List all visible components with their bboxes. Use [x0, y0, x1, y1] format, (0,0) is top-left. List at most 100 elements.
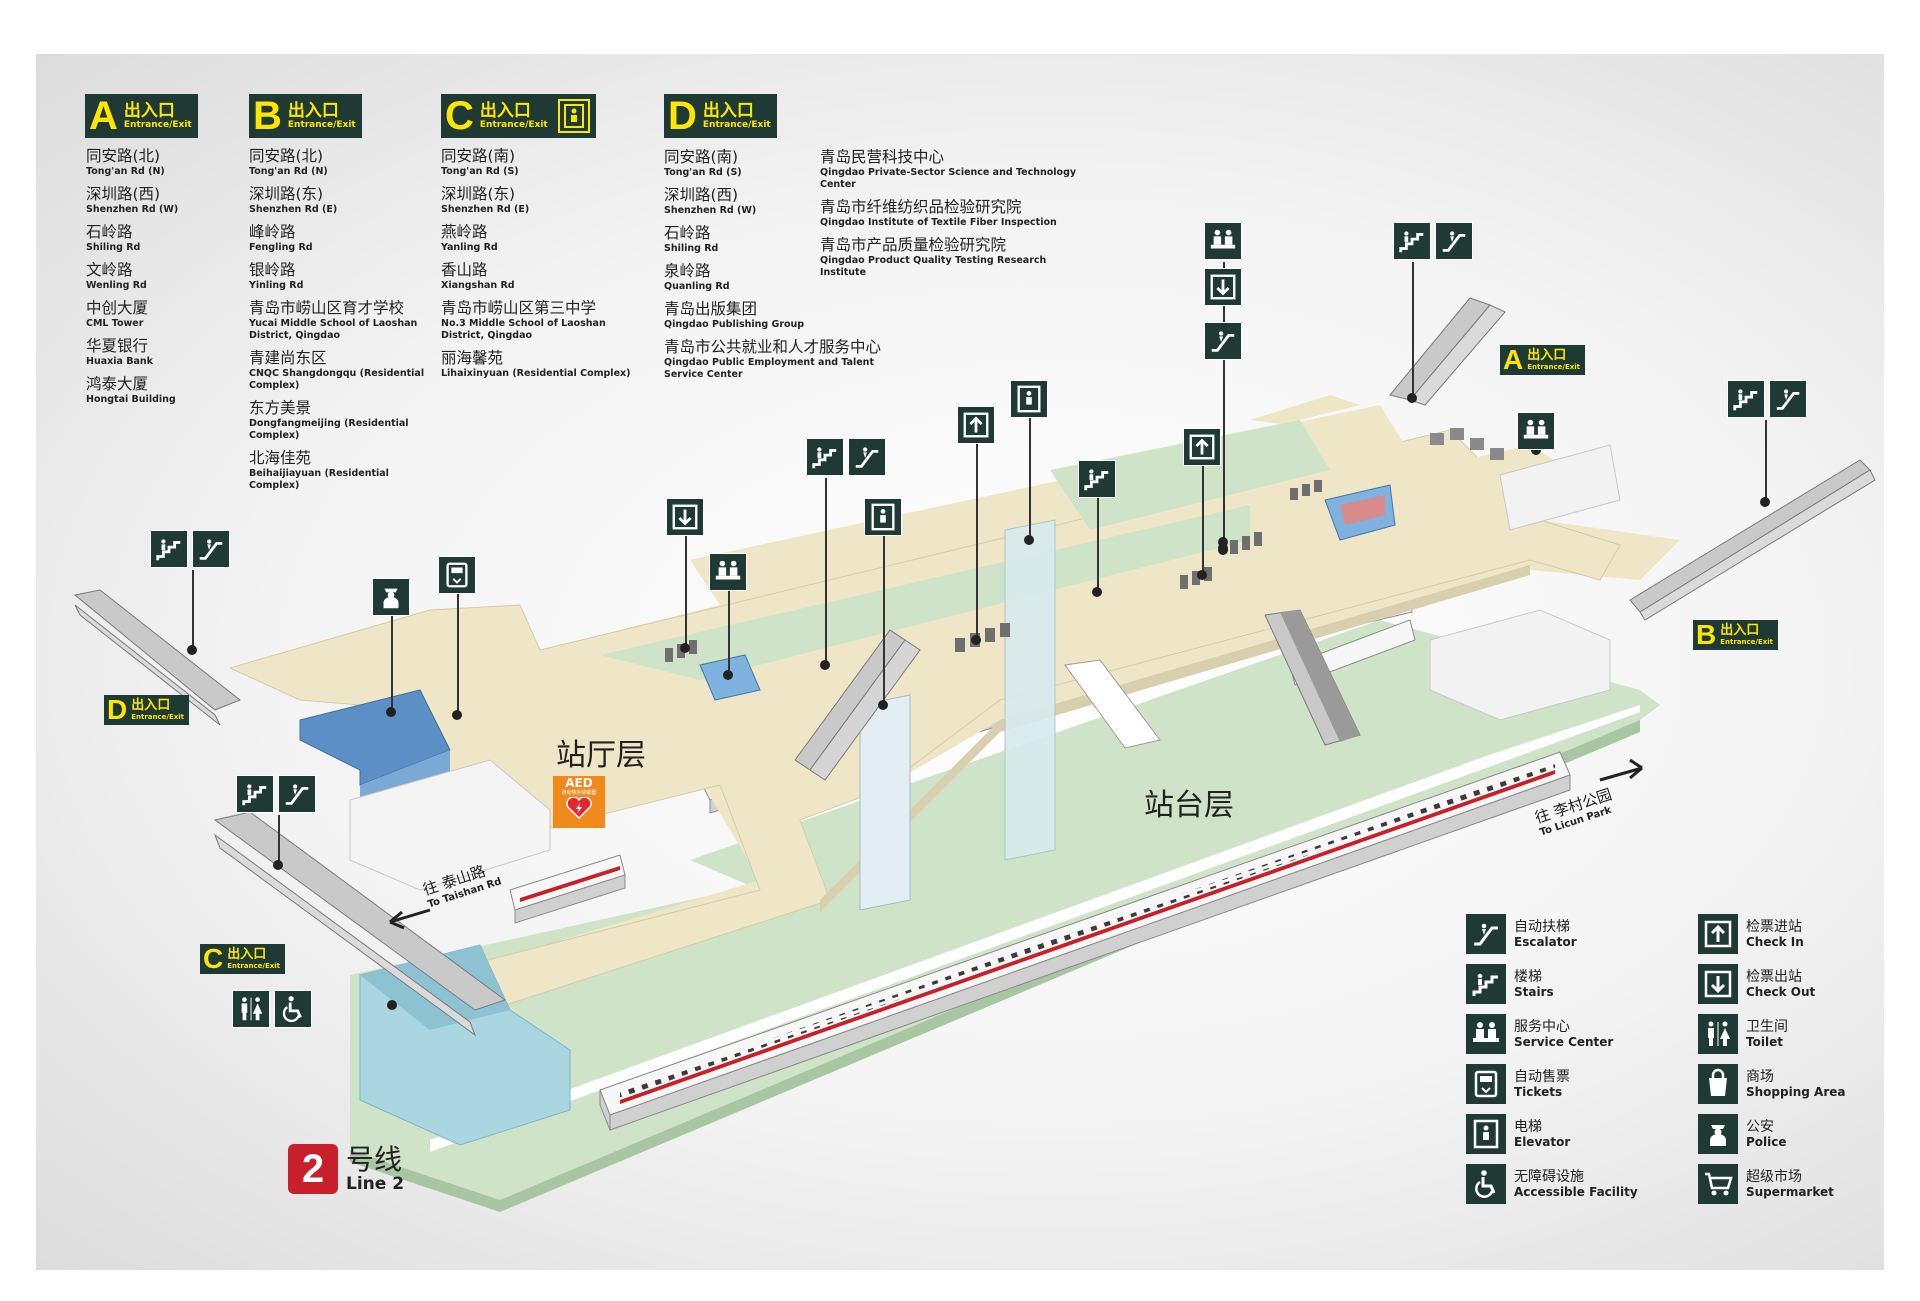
destination-en: CNQC Shangdongqu (Residential Complex) — [249, 368, 425, 391]
exit-c-destinations: 同安路(南)Tong'an Rd (S)深圳路(东)Shenzhen Rd (E… — [441, 147, 641, 387]
exit-cn: 出入口 — [1720, 623, 1760, 638]
location-dot — [1024, 535, 1034, 545]
aed-label: AED — [565, 776, 593, 790]
destination-cn: 深圳路(东) — [249, 185, 324, 203]
destination-cn: 香山路 — [441, 261, 488, 279]
location-dot — [387, 1000, 397, 1010]
escalator-platform-1 — [794, 629, 921, 781]
elevator-icon — [1010, 380, 1048, 418]
legend-en: Police — [1746, 1135, 1787, 1149]
heart-icon — [566, 797, 592, 819]
location-dot — [878, 700, 888, 710]
destination-cn: 北海佳苑 — [249, 449, 312, 467]
location-dot — [1531, 445, 1541, 455]
destination-cn: 同安路(南) — [664, 148, 739, 166]
exit-cn: 出入口 — [131, 698, 171, 713]
escalator-icon — [1435, 222, 1473, 260]
exit-cn: 出入口 — [702, 100, 754, 121]
location-dot — [1197, 570, 1207, 580]
check-in-icon — [1698, 914, 1738, 954]
destination-en: Shiling Rd — [664, 243, 719, 254]
exit-d-destinations: 同安路(南)Tong'an Rd (S)深圳路(西)Shenzhen Rd (W… — [664, 148, 894, 388]
legend-cn: 检票出站 — [1746, 969, 1802, 985]
destination-cn: 青岛市产品质量检验研究院 — [820, 236, 1007, 254]
destination-cn: 青建尚东区 — [249, 349, 327, 367]
destination-en: Yinling Rd — [249, 280, 304, 291]
arrow-left — [389, 908, 431, 930]
destination-en: Qingdao Publishing Group — [664, 319, 805, 330]
escalator-icon — [1204, 322, 1242, 360]
ticket-icon — [1466, 1064, 1506, 1104]
escalator-icon — [192, 530, 230, 568]
exit-cn: 出入口 — [479, 100, 531, 121]
destination-cn: 泉岭路 — [664, 262, 711, 280]
stairs-icon — [150, 530, 188, 568]
exit-en: Entrance/Exit — [1720, 638, 1774, 646]
destination-cn: 石岭路 — [664, 224, 711, 242]
escalator-icon — [278, 775, 316, 813]
destination-en: Qingdao Institute of Textile Fiber Inspe… — [820, 217, 1057, 228]
leader-line — [976, 444, 978, 640]
elevator-icon — [864, 498, 902, 536]
location-dot — [1760, 497, 1770, 507]
leader-line — [1097, 498, 1099, 592]
legend-en: Elevator — [1514, 1135, 1571, 1149]
exit-en: Entrance/Exit — [131, 713, 185, 721]
arrow-right — [1599, 758, 1643, 782]
destination-en: Yucai Middle School of Laoshan District,… — [249, 318, 418, 341]
location-dot — [723, 670, 733, 680]
toilet-icon — [1698, 1014, 1738, 1054]
location-dot — [452, 710, 462, 720]
destination-en: Beihaijiayuan (Residential Complex) — [249, 468, 389, 491]
elevator-shaft-1 — [859, 694, 911, 911]
exit-letter: C — [445, 94, 474, 138]
destination-cn: 同安路(南) — [441, 147, 516, 165]
exit-en: Entrance/Exit — [227, 962, 281, 970]
escalator-c — [213, 811, 507, 1037]
service-center-right-inner — [1340, 495, 1385, 525]
legend-en: Escalator — [1514, 935, 1577, 949]
location-dot — [1218, 545, 1228, 555]
legend-cn: 商场 — [1746, 1069, 1774, 1085]
escalator-platform-2 — [1264, 609, 1361, 746]
fare-gates-right — [1180, 480, 1322, 589]
destination-en: Shiling Rd — [86, 242, 141, 253]
leader-line — [192, 570, 194, 650]
destination-en: CML Tower — [86, 318, 144, 329]
exit-a-destinations: 同安路(北)Tong'an Rd (N)深圳路(西)Shenzhen Rd (W… — [86, 147, 236, 413]
destination-cn: 文岭路 — [86, 261, 133, 279]
destination-en: Fengling Rd — [249, 242, 313, 253]
destination-cn: 青岛市崂山区育才学校 — [249, 299, 405, 317]
escalator-b — [1629, 459, 1876, 621]
police-icon — [1698, 1114, 1738, 1154]
train-front — [599, 751, 1571, 1131]
supermarket-icon — [1698, 1164, 1738, 1204]
legend-en: Stairs — [1514, 985, 1554, 999]
toilet-icon — [232, 990, 270, 1028]
line-cn: 号线 — [346, 1143, 403, 1176]
destination-cn: 中创大厦 — [86, 299, 149, 317]
upper-platform-floor — [690, 620, 1640, 950]
leader-line — [728, 591, 730, 675]
destination-en: No.3 Middle School of Laoshan District, … — [441, 318, 606, 341]
platform-front-edge — [430, 700, 1640, 1152]
location-dot — [1218, 537, 1228, 547]
stairs-platform — [1064, 659, 1161, 749]
stairs-icon — [1078, 460, 1116, 498]
escalator-icon — [1466, 914, 1506, 954]
destination-cn: 深圳路(西) — [664, 186, 739, 204]
accessible-icon — [274, 990, 312, 1028]
destination-en: Hongtai Building — [86, 394, 176, 405]
check-out-icon — [666, 498, 704, 536]
destination-cn: 青岛市公共就业和人才服务中心 — [664, 338, 882, 356]
exit-en: Entrance/Exit — [479, 119, 548, 130]
legend-cn: 超级市场 — [1746, 1169, 1802, 1185]
